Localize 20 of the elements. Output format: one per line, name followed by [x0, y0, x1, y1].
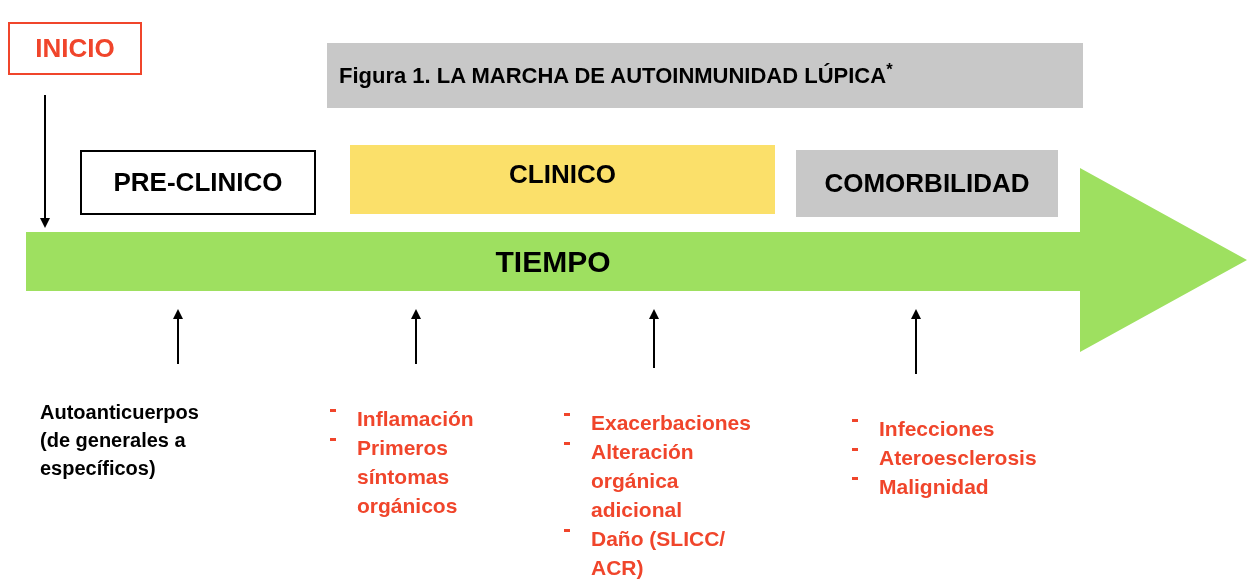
list-item: Primeros síntomas orgánicos [357, 435, 459, 519]
list-item: Inflamación [357, 406, 474, 432]
list-item: Daño (SLICC/ ACR) [591, 526, 727, 581]
list-item: Infecciones [879, 416, 995, 442]
list-item: Malignidad [879, 474, 989, 500]
annotation-text: Autoanticuerpos (de generales a específicos) [39, 400, 200, 481]
phase-box: PRE-CLINICO [80, 150, 316, 215]
list-item: Alteración orgánica adicional [591, 439, 695, 523]
arrow [411, 309, 421, 365]
arrow [649, 309, 659, 369]
arrow [40, 94, 50, 228]
list-item: Ateroesclerosis [879, 445, 1037, 471]
phase-box: CLINICO [350, 145, 775, 214]
arrow [911, 309, 921, 375]
title-banner: Figura 1. LA MARCHA DE AUTOINMUNIDAD LÚPICA$^{*}$ [327, 43, 1083, 108]
timeline-label: TIEMPO [495, 244, 611, 280]
list-item: Exacerbaciones [591, 410, 751, 436]
arrow [173, 309, 183, 365]
phase-box: COMORBILIDAD [796, 150, 1058, 217]
phase-box: INICIO [8, 22, 142, 75]
